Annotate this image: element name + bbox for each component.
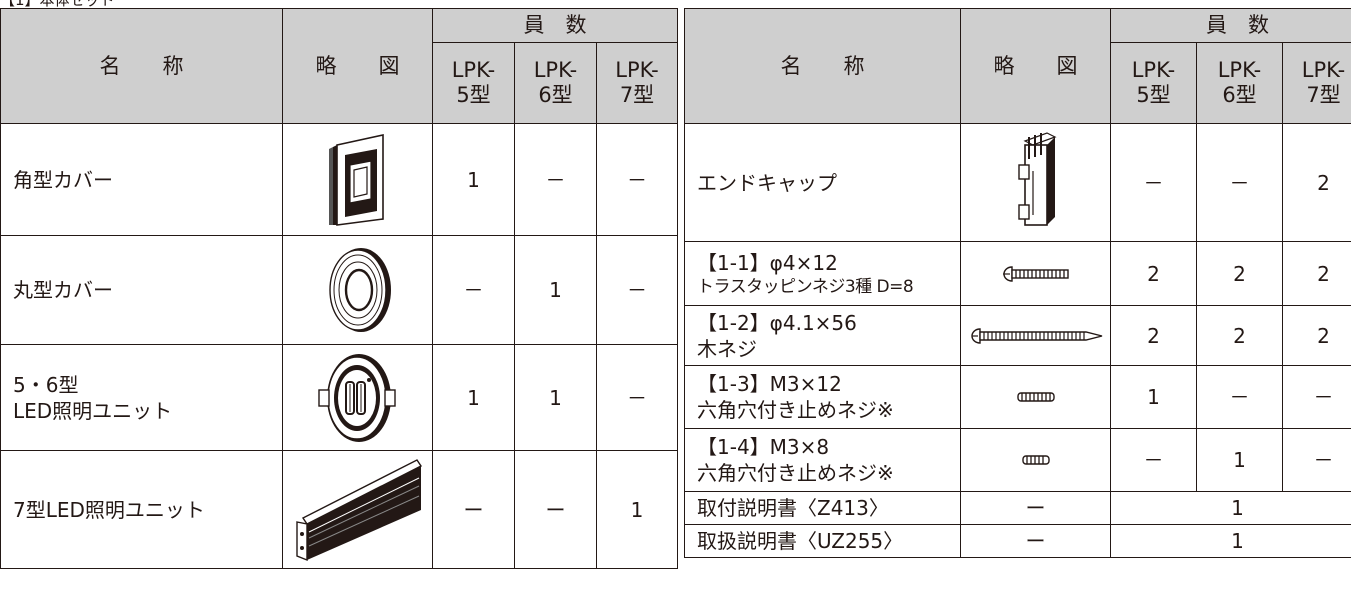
part-name: 7型LED照明ユニット: [0, 450, 283, 569]
set-screw-12-icon: [960, 365, 1111, 429]
col-header-lpk5: LPK-5型: [432, 42, 515, 124]
count-lpk5: ー: [432, 450, 515, 569]
col-header-name: 名 称: [0, 8, 283, 124]
count-lpk5: －: [1110, 428, 1197, 492]
count-lpk6: 2: [1196, 305, 1283, 366]
part-name: 丸型カバー: [0, 235, 283, 345]
table-row: 取扱説明書〈UZ255〉 ー 1: [684, 524, 1351, 558]
col-header-name: 名 称: [684, 8, 961, 124]
count-lpk6: 2: [1196, 241, 1283, 306]
count-lpk7: －: [1281, 428, 1351, 492]
count-lpk6: 1: [514, 235, 597, 345]
count-lpk7: 2: [1281, 241, 1351, 306]
count-lpk5: 1: [432, 344, 515, 451]
section-heading: 【1】本体セット: [0, 0, 115, 9]
count-lpk6: 1: [514, 344, 597, 451]
wood-screw-icon: [960, 305, 1111, 366]
round-cover-icon: [282, 235, 433, 345]
count-lpk5: 1: [432, 123, 515, 236]
count-lpk5: －: [1110, 123, 1197, 242]
col-header-lpk6: LPK-6型: [1196, 42, 1283, 124]
doc-count: 1: [1109, 524, 1351, 558]
col-header-count-group: 員 数: [1109, 8, 1351, 43]
count-lpk7: 2: [1281, 123, 1351, 242]
doc-name: 取扱説明書〈UZ255〉: [684, 524, 961, 558]
parts-table-right: 名 称 略 図 員 数 LPK-5型 LPK-6型 LPK-7型 エンドキャップ…: [684, 8, 1351, 558]
col-header-lpk6: LPK-6型: [514, 42, 597, 124]
table-row: 7型LED照明ユニット ー ー 1: [0, 450, 679, 569]
table-row: 丸型カバー － 1 －: [0, 235, 679, 345]
part-name: エンドキャップ: [684, 123, 961, 242]
col-header-count-group: 員 数: [431, 8, 679, 43]
count-lpk7: －: [1281, 365, 1351, 429]
count-lpk6: －: [514, 123, 597, 236]
truss-screw-icon: [960, 241, 1111, 306]
table-row: 取付説明書〈Z413〉 ー 1: [684, 491, 1351, 525]
count-lpk7: －: [595, 235, 679, 345]
part-name: 角型カバー: [0, 123, 283, 236]
count-lpk6: 1: [1196, 428, 1283, 492]
square-cover-icon: [282, 123, 433, 236]
doc-sketch-dash: ー: [960, 491, 1111, 525]
count-lpk7: 2: [1281, 305, 1351, 366]
end-cap-icon: [960, 123, 1111, 242]
doc-name: 取付説明書〈Z413〉: [684, 491, 961, 525]
led-unit-round-icon: [282, 344, 433, 451]
set-screw-8-icon: [960, 428, 1111, 492]
table-row: エンドキャップ － － 2: [684, 123, 1351, 242]
col-header-lpk7: LPK-7型: [1281, 42, 1351, 124]
count-lpk5: 2: [1110, 305, 1197, 366]
led-unit-long-icon: [282, 450, 433, 569]
col-header-sketch: 略 図: [282, 8, 433, 124]
doc-sketch-dash: ー: [960, 524, 1111, 558]
table-row: 角型カバー 1 － －: [0, 123, 679, 236]
parts-table-left: 名 称 略 図 員 数 LPK-5型 LPK-6型 LPK-7型 角型カバー 1…: [0, 8, 679, 569]
count-lpk7: －: [595, 344, 679, 451]
count-lpk6: ー: [514, 450, 597, 569]
count-lpk7: －: [595, 123, 679, 236]
col-header-lpk7: LPK-7型: [595, 42, 679, 124]
count-lpk6: －: [1196, 365, 1283, 429]
count-lpk5: 1: [1110, 365, 1197, 429]
count-lpk7: 1: [595, 450, 679, 569]
count-lpk5: －: [432, 235, 515, 345]
col-header-lpk5: LPK-5型: [1110, 42, 1197, 124]
count-lpk5: 2: [1110, 241, 1197, 306]
col-header-sketch: 略 図: [960, 8, 1111, 124]
count-lpk6: －: [1196, 123, 1283, 242]
doc-count: 1: [1109, 491, 1351, 525]
